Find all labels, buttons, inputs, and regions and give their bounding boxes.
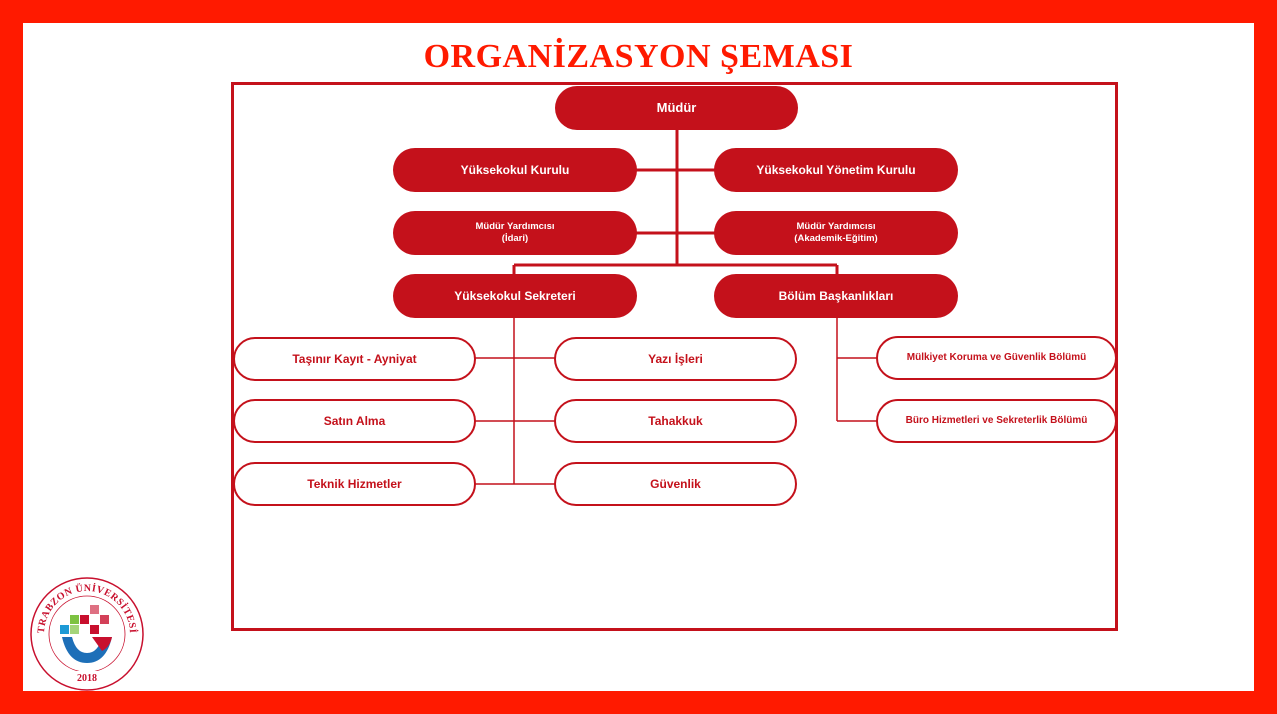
page-title: ORGANİZASYON ŞEMASI [423,38,854,75]
node-bolum-baskanliklari: Bölüm Başkanlıkları [714,274,958,318]
node-sekreter: Yüksekokul Sekreteri [393,274,637,318]
logo-year: 2018 [77,673,97,684]
yardimci-akademik-line2: (Akademik-Eğitim) [794,233,878,244]
yardimci-idari-line1: Müdür Yardımcısı [475,221,555,233]
node-tahakkuk: Tahakkuk [554,399,797,443]
node-yuksekokul-kurulu: Yüksekokul Kurulu [393,148,637,192]
node-buro-hizmetleri: Büro Hizmetleri ve Sekreterlik Bölümü [876,399,1117,443]
yardimci-akademik-line1: Müdür Yardımcısı [796,221,876,233]
node-yardimci-idari: Müdür Yardımcısı (İdari) [393,211,637,255]
node-yazi-isleri: Yazı İşleri [554,337,797,381]
node-tasinir: Taşınır Kayıt - Ayniyat [233,337,476,381]
node-yardimci-akademik: Müdür Yardımcısı (Akademik-Eğitim) [714,211,958,255]
node-mulkiyet-koruma: Mülkiyet Koruma ve Güvenlik Bölümü [876,336,1117,380]
node-teknik-hizmetler: Teknik Hizmetler [233,462,476,506]
university-logo: TRABZON ÜNİVERSİTESİ 2018 [30,577,144,691]
node-satin-alma: Satın Alma [233,399,476,443]
yardimci-idari-line2: (İdari) [501,233,529,244]
node-guvenlik: Güvenlik [554,462,797,506]
node-mudur: Müdür [555,86,798,130]
node-yonetim-kurulu: Yüksekokul Yönetim Kurulu [714,148,958,192]
